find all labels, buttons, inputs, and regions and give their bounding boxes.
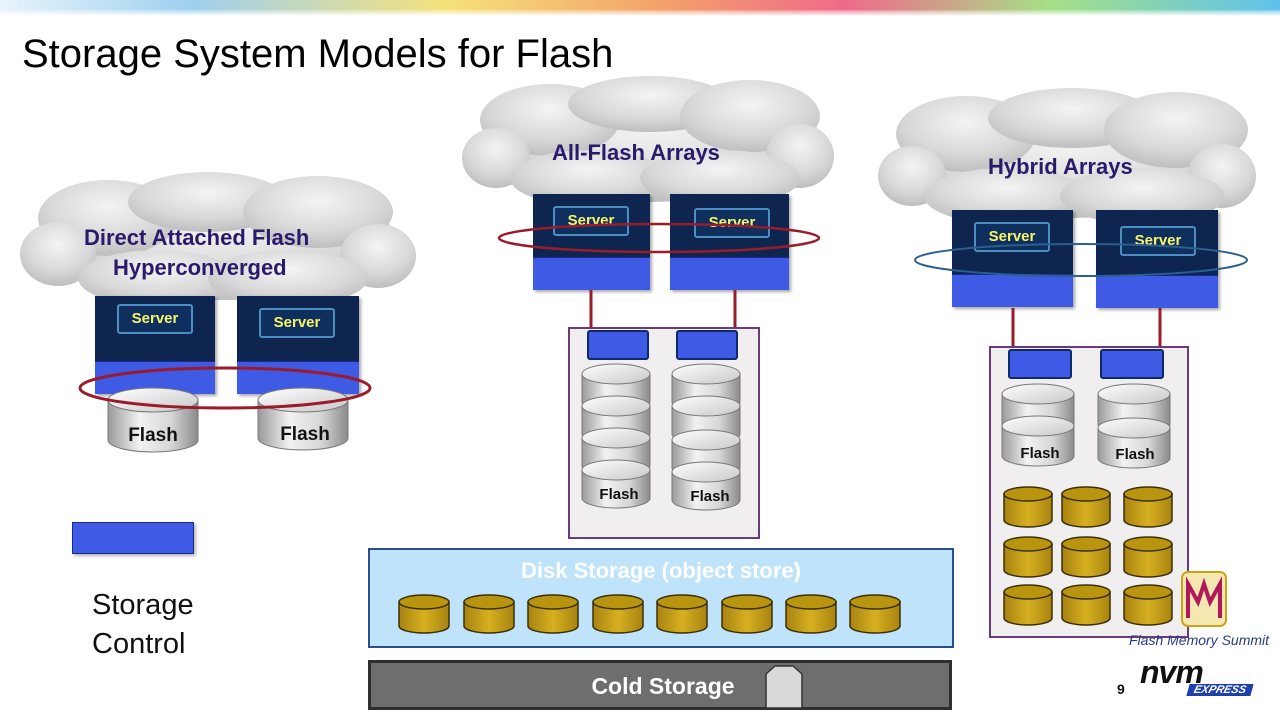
server-label: Server [259,308,335,338]
cold-storage-panel: Cold Storage [368,660,952,710]
direct-red-ring [78,366,372,410]
storage-control-block [533,257,650,290]
flash-label: Flash [280,424,330,445]
server-label: Server [117,304,193,334]
flash-drive-1: Flash [107,387,199,453]
storage-control-block [670,257,789,290]
server-allflash-1: Server [533,194,650,290]
storage-control-legend-swatch [72,522,194,554]
disk-row-3 [1003,584,1173,626]
hybrid-disk-grid [1003,486,1173,626]
server-hybrid-1: Server [952,210,1073,307]
flash-memory-summit-text: Flash Memory Summit [1129,632,1270,648]
flash-label: Flash [128,425,178,446]
legend-line-2: Control [92,628,186,660]
hybrid-flash-left: Flash [1001,383,1075,467]
storage-control-legend-text: Storage Control [92,586,194,664]
cold-storage-label: Cold Storage [591,673,735,699]
allflash-flash-stacks: Flash Flash [581,363,741,511]
flash-label: Flash [690,488,729,505]
slide-title: Storage System Models for Flash [22,32,614,76]
flash-memory-summit-logo-icon [1181,571,1227,627]
server-allflash-2: Server [670,194,789,290]
array-controller-1 [1008,349,1072,379]
hybrid-flash-right: Flash [1097,383,1171,469]
server-direct-1: Server [95,296,215,394]
direct-attached-label-line2: Hyperconverged [113,255,287,280]
disk-row-1 [1003,486,1173,528]
direct-flash-drives: Flash Flash [78,366,372,453]
tape-cartridge-icon [765,665,803,709]
page-number: 9 [1117,681,1125,697]
disk-storage-drives [398,594,901,634]
disk-storage-label: Disk Storage (object store) [521,558,801,583]
hybrid-connectors [1011,308,1162,352]
disk-row-2 [1003,536,1173,578]
allflash-red-ring [497,222,821,254]
storage-control-block [1096,275,1218,308]
hybrid-label: Hybrid Arrays [988,154,1133,179]
array-controller-2 [1100,349,1164,379]
server-label: Server [974,222,1050,252]
hybrid-blue-ring [914,243,1248,277]
flash-stack-left: Flash [581,363,651,509]
all-flash-label: All-Flash Arrays [552,140,720,165]
flash-stack-right: Flash [671,363,741,511]
hybrid-flash-drives: Flash Flash [1001,383,1171,469]
array-controller-1 [587,330,649,360]
allflash-connectors [589,290,737,330]
legend-line-1: Storage [92,589,194,621]
array-controller-2 [676,330,738,360]
cloud-all-flash [462,76,834,206]
flash-label: Flash [1020,445,1059,462]
cloud-direct-attached [20,172,416,306]
flash-label: Flash [599,486,638,503]
flash-label: Flash [1115,446,1154,463]
top-color-bar [0,0,1280,16]
direct-attached-label-line1: Direct Attached Flash [84,225,310,250]
flash-drive-2: Flash [257,387,349,451]
express-logo-text: EXPRESS [1186,684,1254,696]
